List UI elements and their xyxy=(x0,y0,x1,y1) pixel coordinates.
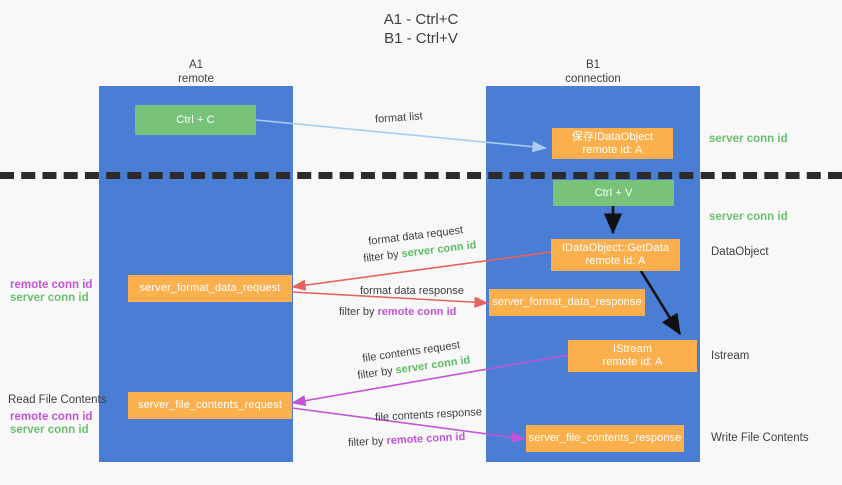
right-label-write-file-contents: Write File Contents xyxy=(711,432,809,444)
box-server-format-data-response-label: server_format_data_response xyxy=(492,296,642,308)
arrow-label-file-contents-response-filter: filter by remote conn id xyxy=(348,430,466,450)
left-label-remote-conn-id-1: remote conn id xyxy=(10,279,93,291)
arrow-label-file-contents-response: file contents response xyxy=(374,406,483,424)
box-istream-sub: remote id: A xyxy=(602,356,663,368)
box-istream[interactable]: IStream remote id: A xyxy=(568,340,697,372)
left-label-server-conn-id-1: server conn id xyxy=(10,292,89,304)
box-server-file-contents-response[interactable]: server_file_contents_response xyxy=(526,425,684,452)
box-save-idataobject-label: 保存IDataObject xyxy=(571,130,654,143)
box-save-idataobject-sub: remote id: A xyxy=(582,143,643,156)
page-title-line1: A1 - Ctrl+C xyxy=(383,11,459,28)
box-ctrl-c-label: Ctrl + C xyxy=(176,113,215,126)
right-label-server-conn-id-2: server conn id xyxy=(709,211,788,223)
box-ctrl-c[interactable]: Ctrl + C xyxy=(135,105,256,135)
left-label-server-conn-id-2: server conn id xyxy=(10,424,89,436)
filter-prefix: filter by xyxy=(339,306,378,318)
box-server-format-data-request[interactable]: server_format_data_request xyxy=(128,275,292,302)
box-idataobject-getdata[interactable]: IDataObject::GetData remote id: A xyxy=(551,239,680,271)
phase-divider xyxy=(0,172,842,179)
filter-prefix: filter by xyxy=(362,248,403,265)
column-header-a1-subtitle: remote xyxy=(178,73,214,85)
column-header-a1-title: A1 xyxy=(188,59,204,71)
box-save-idataobject[interactable]: 保存IDataObject remote id: A xyxy=(552,128,673,159)
filter-prefix: filter by xyxy=(347,435,387,450)
box-idataobject-getdata-sub: remote id: A xyxy=(585,255,646,267)
box-server-file-contents-request-label: server_file_contents_request xyxy=(137,399,283,411)
arrow-label-format-data-response: format data response xyxy=(360,285,464,297)
page-title-line2: B1 - Ctrl+V xyxy=(384,30,458,47)
left-label-remote-conn-id-2: remote conn id xyxy=(10,411,93,423)
left-label-read-file-contents: Read File Contents xyxy=(8,394,107,406)
box-ctrl-v-label: Ctrl + V xyxy=(594,186,633,199)
arrow-label-format-data-response-filter: filter by remote conn id xyxy=(339,305,456,319)
right-label-dataobject: DataObject xyxy=(711,246,769,258)
filter-value-remote-conn-id: remote conn id xyxy=(377,306,457,318)
box-ctrl-v[interactable]: Ctrl + V xyxy=(553,180,674,206)
box-server-file-contents-request[interactable]: server_file_contents_request xyxy=(128,392,292,419)
filter-prefix: filter by xyxy=(356,364,397,382)
filter-value-remote-conn-id: remote conn id xyxy=(386,430,466,448)
box-istream-label: IStream xyxy=(612,343,653,355)
arrow-label-format-list: format list xyxy=(374,110,424,126)
column-header-b1-subtitle: connection xyxy=(565,73,621,85)
box-idataobject-getdata-label: IDataObject::GetData xyxy=(561,242,670,254)
column-header-b1-title: B1 xyxy=(585,59,601,71)
right-label-server-conn-id-1: server conn id xyxy=(709,133,788,145)
box-server-format-data-request-label: server_format_data_request xyxy=(139,282,281,294)
box-server-format-data-response[interactable]: server_format_data_response xyxy=(489,289,645,316)
right-label-istream: Istream xyxy=(711,350,750,362)
box-server-file-contents-response-label: server_file_contents_response xyxy=(528,432,682,444)
